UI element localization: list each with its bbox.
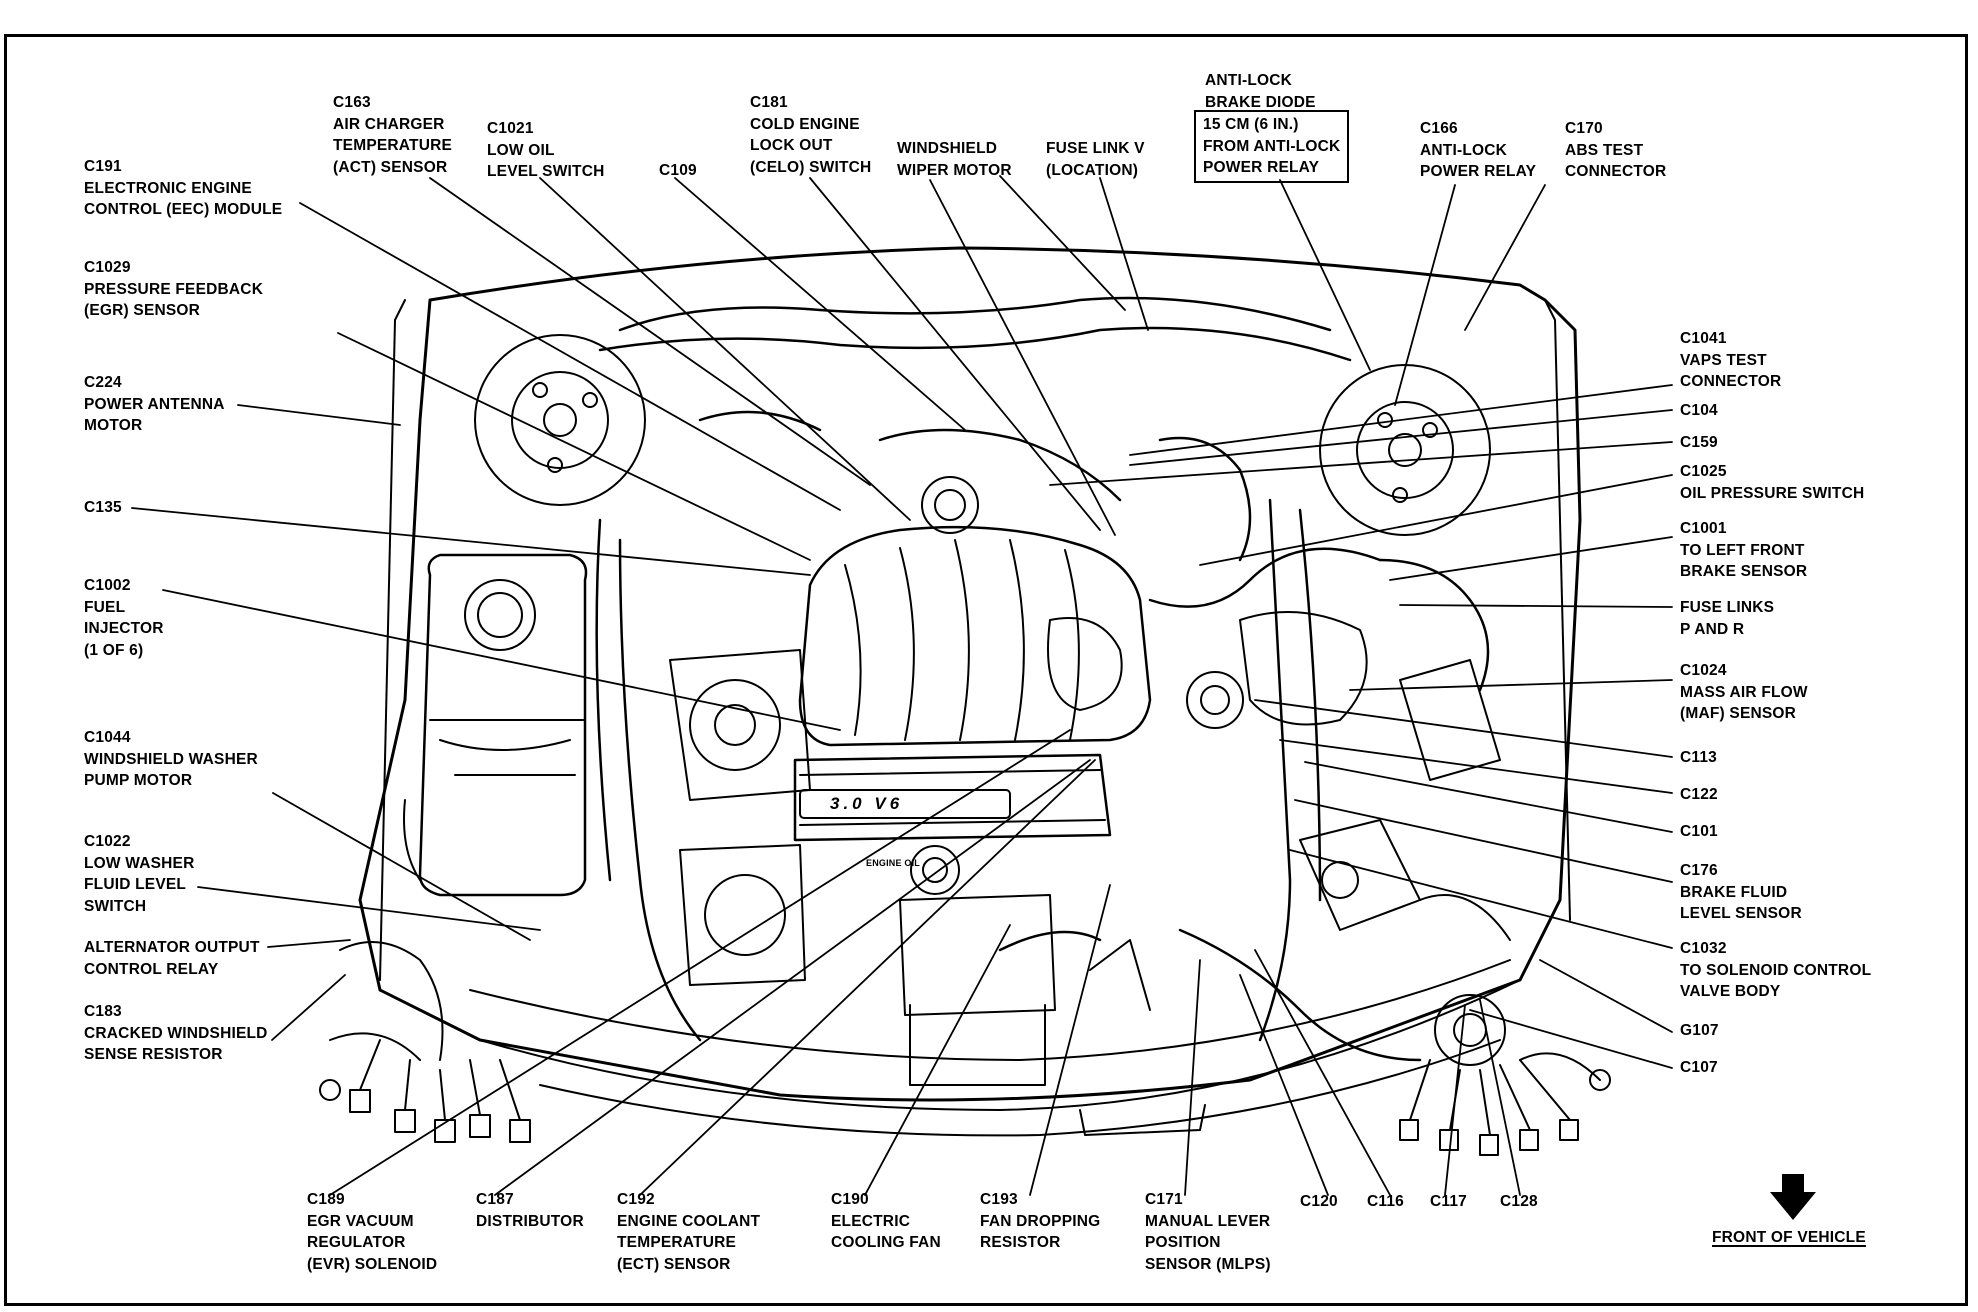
- label-c1041: C1041 VAPS TEST CONNECTOR: [1680, 330, 1782, 390]
- label-c104: C104: [1680, 402, 1718, 419]
- label-c1032: C1032 TO SOLENOID CONTROL VALVE BODY: [1680, 940, 1872, 1000]
- wiring-harness: [595, 296, 1490, 1062]
- label-c176: C176 BRAKE FLUID LEVEL SENSOR: [1680, 862, 1802, 922]
- label-fuse-links-p-and-r: FUSE LINKS P AND R: [1680, 599, 1775, 638]
- oil-cap-text: ENGINE OIL: [866, 858, 921, 868]
- bottom-right-connectors: [1399, 1052, 1611, 1156]
- label-c190: C190 ELECTRIC COOLING FAN: [831, 1191, 941, 1251]
- label-c107: C107: [1680, 1059, 1718, 1076]
- label-c224: C224 POWER ANTENNA MOTOR: [84, 374, 225, 434]
- label-c171: C171 MANUAL LEVER POSITION SENSOR (MLPS): [1145, 1191, 1271, 1273]
- label-c193: C193 FAN DROPPING RESISTOR: [980, 1191, 1101, 1251]
- label-windshield-wiper-motor: WINDSHIELD WIPER MOTOR: [897, 140, 1012, 179]
- engine-block-lower: [669, 649, 1151, 1086]
- right-strut-tower: [1319, 364, 1491, 536]
- diagram-frame: [4, 34, 1968, 1306]
- leader-lines: [131, 175, 1673, 1196]
- label-c117: C117: [1430, 1193, 1467, 1210]
- label-c122: C122: [1680, 786, 1718, 803]
- engine-bay-outline: [358, 246, 1582, 1137]
- label-c191: C191 ELECTRONIC ENGINE CONTROL (EEC) MOD…: [84, 158, 283, 218]
- label-c113: C113: [1680, 749, 1717, 766]
- label-c163: C163 AIR CHARGER TEMPERATURE (ACT) SENSO…: [333, 94, 453, 176]
- label-c1021: C1021 LOW OIL LEVEL SWITCH: [487, 120, 605, 180]
- label-c1002: C1002 FUEL INJECTOR (1 OF 6): [84, 577, 164, 659]
- label-c128: C128: [1500, 1193, 1538, 1210]
- label-c159: C159: [1680, 434, 1718, 451]
- label-c181: C181 COLD ENGINE LOCK OUT (CELO) SWITCH: [750, 94, 872, 176]
- label-c166: C166 ANTI-LOCK POWER RELAY: [1420, 120, 1537, 180]
- right-components: [1186, 611, 1511, 1066]
- label-c1025: C1025 OIL PRESSURE SWITCH: [1680, 463, 1865, 502]
- label-c120: C120: [1300, 1193, 1338, 1210]
- label-c1029: C1029 PRESSURE FEEDBACK (EGR) SENSOR: [84, 259, 264, 319]
- label-c135: C135: [84, 499, 122, 516]
- label-c187: C187 DISTRIBUTOR: [476, 1191, 584, 1230]
- engine-badge: 3.0 V6: [830, 794, 904, 813]
- label-c116: C116: [1367, 1193, 1404, 1210]
- label-c109: C109: [659, 162, 697, 179]
- washer-fluid-reservoir: [403, 553, 588, 897]
- label-c1001: C1001 TO LEFT FRONT BRAKE SENSOR: [1680, 520, 1808, 580]
- label-g107: G107: [1680, 1022, 1719, 1039]
- label-c1044: C1044 WINDSHIELD WASHER PUMP MOTOR: [84, 729, 258, 789]
- label-c170: C170 ABS TEST CONNECTOR: [1565, 120, 1667, 180]
- label-fuse-link-v: FUSE LINK V (LOCATION): [1046, 140, 1145, 179]
- label-c101: C101: [1680, 823, 1718, 840]
- intake-manifold: [798, 476, 1152, 747]
- label-c192: C192 ENGINE COOLANT TEMPERATURE (ECT) SE…: [617, 1191, 761, 1273]
- valve-cover: [793, 753, 1112, 895]
- label-anti-lock-brake-diode: ANTI-LOCK BRAKE DIODE: [1205, 72, 1316, 111]
- label-c189: C189 EGR VACUUM REGULATOR (EVR) SOLENOID: [307, 1191, 438, 1273]
- bottom-left-connectors: [319, 941, 531, 1143]
- down-arrow-icon: [1770, 1174, 1816, 1220]
- label-c183: C183 CRACKED WINDSHIELD SENSE RESISTOR: [84, 1003, 268, 1063]
- label-anti-lock-brake-diode-note: 15 CM (6 IN.) FROM ANTI-LOCK POWER RELAY: [1194, 110, 1350, 183]
- label-c1024: C1024 MASS AIR FLOW (MAF) SENSOR: [1680, 662, 1808, 722]
- front-of-vehicle-label: FRONT OF VEHICLE: [1712, 1229, 1866, 1246]
- label-c1022: C1022 LOW WASHER FLUID LEVEL SWITCH: [84, 833, 195, 915]
- left-strut-tower: [474, 334, 646, 506]
- label-alternator-output-control-relay: ALTERNATOR OUTPUT CONTROL RELAY: [84, 939, 260, 978]
